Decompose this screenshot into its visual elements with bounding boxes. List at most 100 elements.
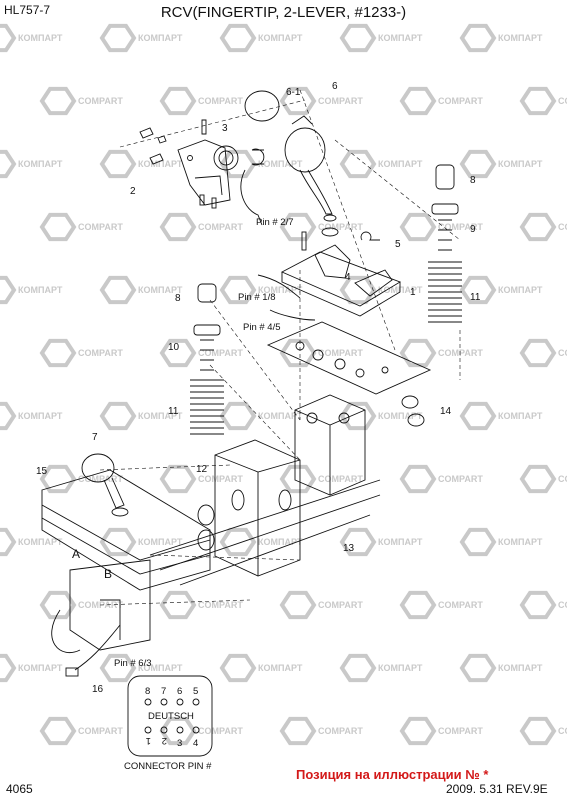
callout-7: 7 <box>92 432 98 443</box>
svg-text:КОМПАРТ: КОМПАРТ <box>258 159 303 169</box>
connector-pin-5: 5 <box>193 686 198 697</box>
svg-text:COMPART: COMPART <box>438 348 483 358</box>
svg-text:КОМПАРТ: КОМПАРТ <box>18 537 63 547</box>
connector-pin-3: 3 <box>177 738 182 749</box>
lever-boot <box>41 469 211 591</box>
svg-text:КОМПАРТ: КОМПАРТ <box>258 285 303 295</box>
pin-label-6-3: Pin # 6/3 <box>114 658 152 669</box>
svg-text:COMPART: COMPART <box>318 600 363 610</box>
watermark-logo: COMPART <box>39 464 123 494</box>
watermark-logo: КОМПАРТ <box>99 149 183 179</box>
svg-text:КОМПАРТ: КОМПАРТ <box>498 285 543 295</box>
svg-text:COMPART: COMPART <box>198 474 243 484</box>
watermark-logo: COMPART <box>399 212 483 242</box>
watermark-logo: COMPART <box>279 590 363 620</box>
svg-text:COMPART: COMPART <box>318 222 363 232</box>
connector-pin-2: 2 <box>162 735 167 746</box>
svg-text:КОМПАРТ: КОМПАРТ <box>138 33 183 43</box>
watermark-logo: COMPART <box>39 338 123 368</box>
handle-knob <box>81 453 115 483</box>
svg-text:COMPART: COMPART <box>438 726 483 736</box>
watermark-logo: КОМПАРТ <box>459 653 543 683</box>
watermark-logo: КОМПАРТ <box>0 23 63 53</box>
watermark-logo: COMPART <box>159 590 243 620</box>
svg-text:COMPART: COMPART <box>78 726 123 736</box>
watermark-logo: КОМПАРТ <box>99 653 183 683</box>
watermark-logo: COMPART <box>519 590 567 620</box>
illustration-note: Позиция на иллюстрации № * <box>296 767 489 782</box>
svg-text:КОМПАРТ: КОМПАРТ <box>138 159 183 169</box>
svg-text:COMPART: COMPART <box>78 474 123 484</box>
callout-6-1: 6-1 <box>286 87 301 98</box>
callout-8-left: 8 <box>175 293 181 304</box>
watermark-logo: КОМПАРТ <box>459 401 543 431</box>
connector-brand: DEUTSCH <box>148 711 194 722</box>
svg-text:COMPART: COMPART <box>438 222 483 232</box>
watermark-logo: COMPART <box>159 716 243 746</box>
callout-3: 3 <box>222 123 228 134</box>
svg-text:КОМПАРТ: КОМПАРТ <box>378 33 423 43</box>
svg-text:КОМПАРТ: КОМПАРТ <box>378 537 423 547</box>
watermark-logo: COMPART <box>159 86 243 116</box>
svg-text:КОМПАРТ: КОМПАРТ <box>258 411 303 421</box>
svg-text:COMPART: COMPART <box>198 600 243 610</box>
svg-text:КОМПАРТ: КОМПАРТ <box>498 663 543 673</box>
watermark-logo: COMPART <box>519 338 567 368</box>
callout-8-right: 8 <box>470 175 476 186</box>
connector-pin-6: 6 <box>177 686 182 697</box>
watermark-logo: КОМПАРТ <box>219 653 303 683</box>
svg-text:КОМПАРТ: КОМПАРТ <box>378 411 423 421</box>
watermark-logo: КОМПАРТ <box>99 401 183 431</box>
watermark-logo: COMPART <box>279 338 363 368</box>
svg-text:КОМПАРТ: КОМПАРТ <box>138 411 183 421</box>
watermark-logo: КОМПАРТ <box>0 275 63 305</box>
connector-caption: CONNECTOR PIN # <box>124 761 212 772</box>
watermark-logo: COMPART <box>519 464 567 494</box>
svg-text:COMPART: COMPART <box>78 222 123 232</box>
svg-text:COMPART: COMPART <box>558 96 567 106</box>
svg-text:COMPART: COMPART <box>438 474 483 484</box>
callout-6: 6 <box>332 81 338 92</box>
connector-pin-7: 7 <box>161 686 166 697</box>
svg-text:COMPART: COMPART <box>558 726 567 736</box>
callout-4: 4 <box>345 272 351 283</box>
callout-15: 15 <box>36 466 48 477</box>
svg-text:КОМПАРТ: КОМПАРТ <box>138 285 183 295</box>
watermark-layer: КОМПАРТ КОМПАРТ КОМПАРТ КОМПАРТ КОМПАРТ COMPA… <box>0 23 567 746</box>
watermark-logo: КОМПАРТ <box>99 527 183 557</box>
svg-text:COMPART: COMPART <box>78 348 123 358</box>
pin-label-1-8: Pin # 1/8 <box>238 292 276 303</box>
svg-text:COMPART: COMPART <box>198 222 243 232</box>
watermark-logo: COMPART <box>519 212 567 242</box>
watermark-logo: COMPART <box>279 212 363 242</box>
callout-5: 5 <box>395 239 401 250</box>
watermark-logo: КОМПАРТ <box>219 275 303 305</box>
watermark-logo: КОМПАРТ <box>339 527 423 557</box>
callout-2: 2 <box>130 186 136 197</box>
svg-text:COMPART: COMPART <box>198 348 243 358</box>
svg-text:КОМПАРТ: КОМПАРТ <box>18 411 63 421</box>
pin-label-4-5: Pin # 4/5 <box>243 322 281 333</box>
svg-text:COMPART: COMPART <box>198 96 243 106</box>
callout-16: 16 <box>92 684 104 695</box>
watermark-logo: КОМПАРТ <box>459 275 543 305</box>
watermark-logo: COMPART <box>399 716 483 746</box>
callout-11-right: 11 <box>470 292 481 303</box>
watermark-logo: КОМПАРТ <box>339 23 423 53</box>
lever-knob <box>244 90 280 122</box>
svg-text:КОМПАРТ: КОМПАРТ <box>258 537 303 547</box>
svg-text:COMPART: COMPART <box>78 96 123 106</box>
boot-letter-a: A <box>72 547 80 561</box>
watermark-logo: КОМПАРТ <box>0 149 63 179</box>
svg-text:КОМПАРТ: КОМПАРТ <box>138 663 183 673</box>
callout-13: 13 <box>343 543 355 554</box>
page-title: RCV(FINGERTIP, 2-LEVER, #1233-) <box>160 4 407 21</box>
svg-text:COMPART: COMPART <box>438 96 483 106</box>
svg-text:COMPART: COMPART <box>558 222 567 232</box>
watermark-logo: COMPART <box>159 212 243 242</box>
callout-11-left: 11 <box>168 406 179 417</box>
svg-text:КОМПАРТ: КОМПАРТ <box>258 663 303 673</box>
watermark-logo: COMPART <box>39 86 123 116</box>
watermark-logo: КОМПАРТ <box>339 653 423 683</box>
